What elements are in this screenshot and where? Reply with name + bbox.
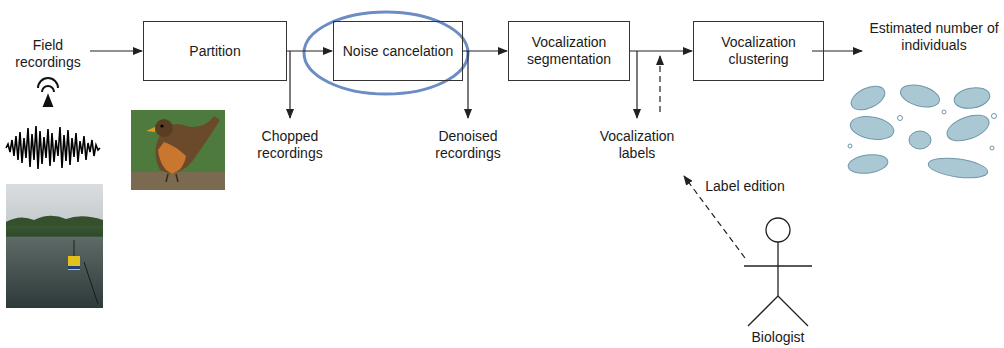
annotation-label: Biologist <box>752 329 805 346</box>
annotation-label: Label edition <box>705 178 784 195</box>
annotation-label: Field recordings <box>0 37 96 71</box>
label-holder: Vocalization labels <box>582 128 692 162</box>
highlight-ellipse <box>304 12 468 94</box>
label-holder: Field recordings <box>0 37 96 71</box>
label-holder: Label edition <box>705 178 785 195</box>
box-text: Noise cancelation <box>343 43 454 60</box>
annotation-label: Chopped recordings <box>235 128 345 162</box>
bird-photo <box>131 110 225 190</box>
waveform <box>6 126 100 169</box>
process-box: Noise cancelation <box>333 21 463 81</box>
flow-arrow <box>463 50 507 51</box>
label-holder: Denoised recordings <box>413 128 523 162</box>
leader-arrows <box>90 51 862 258</box>
flow-arrow <box>287 50 332 51</box>
label-holder: Estimated number of individuals <box>866 20 1002 54</box>
field-photo <box>6 184 103 308</box>
annotation-label: Estimated number of individuals <box>866 20 1002 54</box>
stick-figure <box>744 218 812 326</box>
annotation-label: Denoised recordings <box>413 128 523 162</box>
signal-icon <box>38 78 58 106</box>
flow-arrow <box>630 50 692 51</box>
label-holder: Biologist <box>738 329 818 346</box>
box-text: Partition <box>189 43 240 60</box>
manatee-illustration <box>847 81 997 181</box>
label-holder: Chopped recordings <box>235 128 345 162</box>
process-box: Partition <box>143 21 287 81</box>
box-text: Vocalization segmentation <box>509 34 629 68</box>
process-box: Vocalization segmentation <box>508 21 630 81</box>
box-text: Vocalization clustering <box>694 34 823 68</box>
process-box: Vocalization clustering <box>693 21 824 81</box>
annotation-label: Vocalization labels <box>582 128 692 162</box>
